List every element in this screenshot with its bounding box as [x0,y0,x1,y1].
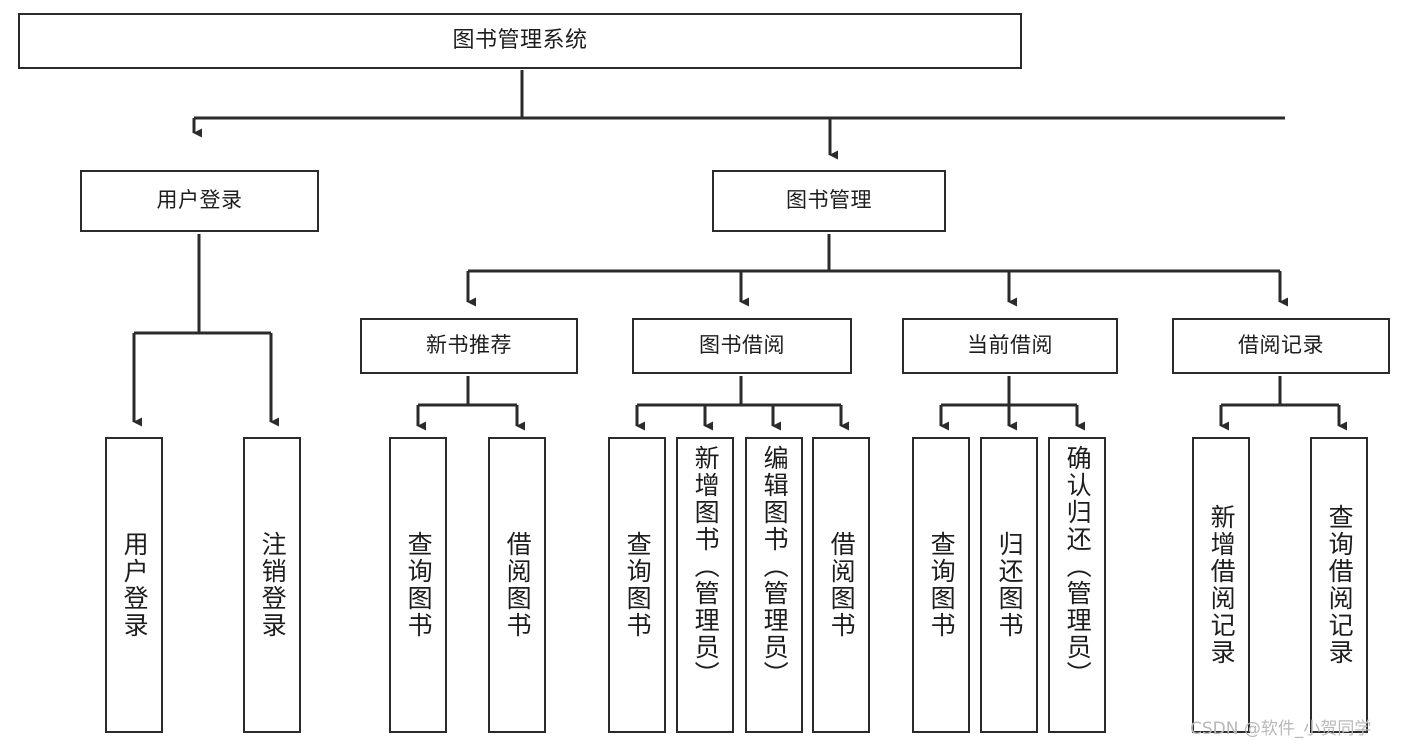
leaf-add-borrow-record-label: 新增借阅记录 [1207,504,1237,666]
node-user-login[interactable]: 用户登录 [80,170,319,232]
leaf-borrow-book-1[interactable]: 借阅图书 [488,437,546,733]
leaf-query-book-3[interactable]: 查询图书 [912,437,970,733]
leaf-borrow-book-2[interactable]: 借阅图书 [812,437,870,733]
leaf-return-book[interactable]: 归还图书 [980,437,1038,733]
node-borrow-record-label: 借阅记录 [1238,333,1324,358]
leaf-edit-book-admin-label: 编辑图书（管理员） [760,445,790,688]
leaf-borrow-book-2-label: 借阅图书 [827,531,857,639]
node-borrow-record[interactable]: 借阅记录 [1172,318,1390,374]
node-book-manage-label: 图书管理 [786,188,872,213]
leaf-return-book-label: 归还图书 [995,531,1025,639]
leaf-logout-login[interactable]: 注销登录 [243,437,301,733]
leaf-edit-book-admin[interactable]: 编辑图书（管理员） [745,437,803,733]
node-book-borrow[interactable]: 图书借阅 [632,318,852,374]
leaf-logout-login-label: 注销登录 [258,531,288,639]
node-new-book-recommend[interactable]: 新书推荐 [360,318,578,374]
node-current-borrow[interactable]: 当前借阅 [902,318,1118,374]
leaf-borrow-book-1-label: 借阅图书 [503,531,533,639]
leaf-query-book-3-label: 查询图书 [927,531,957,639]
node-new-book-recommend-label: 新书推荐 [426,333,512,358]
leaf-query-borrow-record-label: 查询借阅记录 [1325,504,1355,666]
leaf-query-book-2[interactable]: 查询图书 [608,437,666,733]
leaf-query-book-2-label: 查询图书 [623,531,653,639]
leaf-query-book-1-label: 查询图书 [404,531,434,639]
node-book-manage[interactable]: 图书管理 [712,170,946,232]
leaf-user-login[interactable]: 用户登录 [105,437,163,733]
node-book-borrow-label: 图书借阅 [699,333,785,358]
leaf-query-book-1[interactable]: 查询图书 [389,437,447,733]
leaf-confirm-return-admin[interactable]: 确认归还（管理员） [1048,437,1106,733]
node-current-borrow-label: 当前借阅 [967,333,1053,358]
leaf-query-borrow-record[interactable]: 查询借阅记录 [1310,437,1368,733]
leaf-add-book-admin-label: 新增图书（管理员） [691,445,721,688]
leaf-add-book-admin[interactable]: 新增图书（管理员） [676,437,734,733]
csdn-watermark: CSDN @软件_小贺同学 [1190,719,1372,739]
node-user-login-label: 用户登录 [156,188,243,213]
node-root-system-label: 图书管理系统 [452,27,588,53]
leaf-confirm-return-admin-label: 确认归还（管理员） [1063,445,1093,688]
leaf-user-login-label: 用户登录 [120,531,150,639]
node-root-system[interactable]: 图书管理系统 [18,13,1022,69]
leaf-add-borrow-record[interactable]: 新增借阅记录 [1192,437,1250,733]
